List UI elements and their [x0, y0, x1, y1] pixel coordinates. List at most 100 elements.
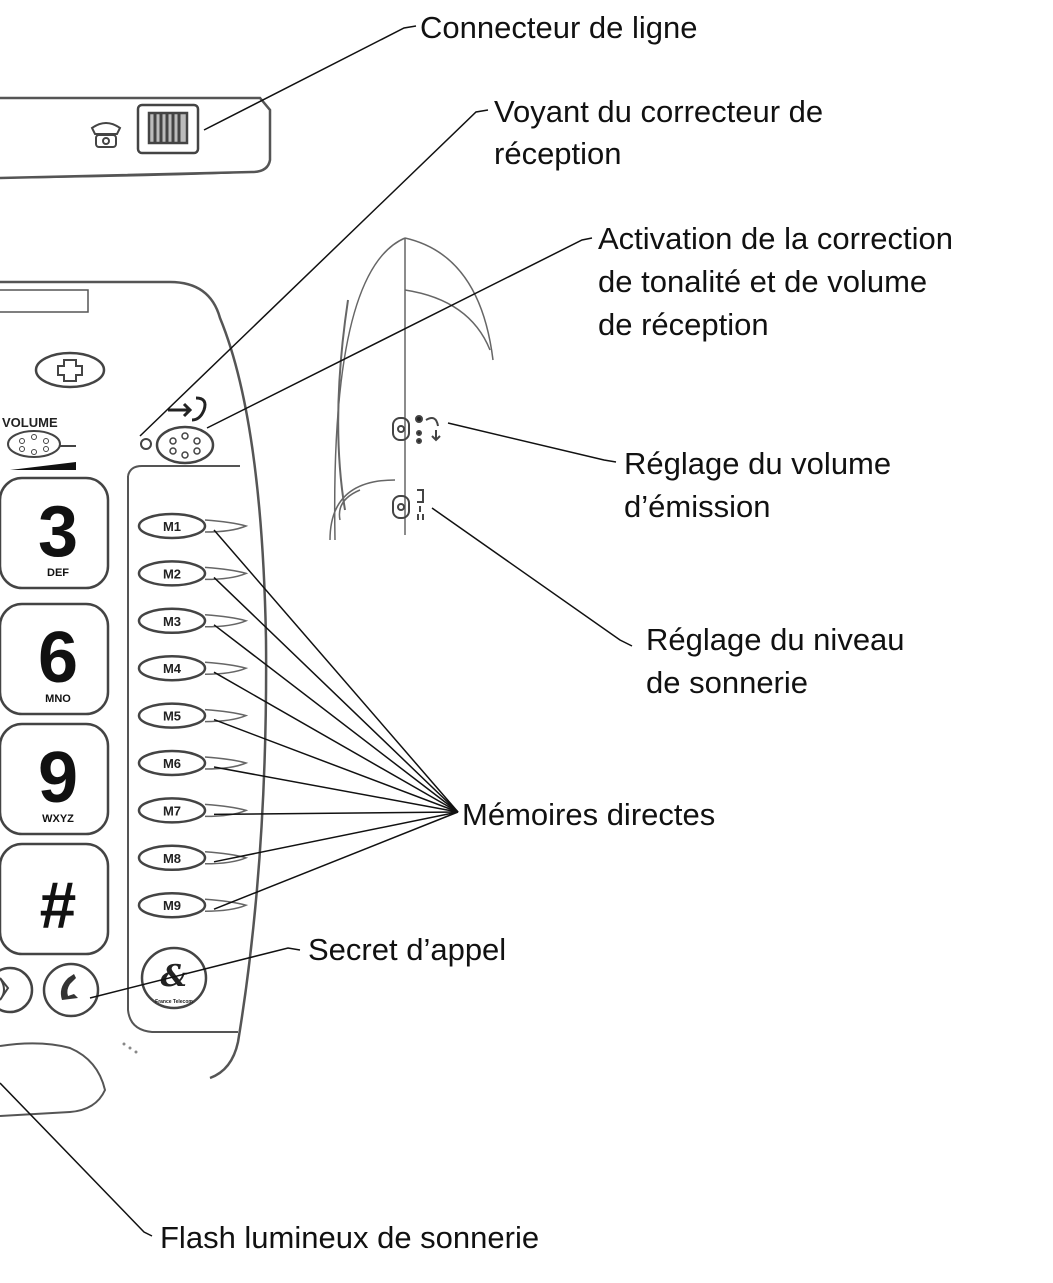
memory-key-m4[interactable]: M4: [137, 654, 249, 682]
dial-key-frame: [0, 842, 110, 956]
dial-key-hash[interactable]: #: [0, 842, 110, 956]
speaker-grille: [122, 1042, 138, 1054]
handset-side-view: [329, 237, 494, 541]
leader-ring-flash: [0, 1082, 153, 1237]
ringer-level-switch[interactable]: [392, 489, 424, 520]
memory-key-tab: [204, 756, 249, 770]
memory-key-label: M8: [163, 851, 181, 866]
dial-key-letters: WXYZ: [42, 813, 74, 825]
leader-activation: [206, 237, 593, 429]
handset-arrow-icon: [168, 396, 207, 422]
leader-memory-m2: [213, 576, 459, 813]
memory-key-m3[interactable]: M3: [137, 607, 249, 635]
mute-button[interactable]: [42, 962, 100, 1018]
reception-correction-button[interactable]: [155, 396, 215, 465]
dial-key-letters: MNO: [45, 693, 71, 705]
label-reception-led-1: Voyant du correcteur de: [494, 94, 824, 129]
label-ringer-level-1: Réglage du niveau: [646, 622, 905, 657]
arrow-button[interactable]: [0, 966, 34, 1014]
label-mute: Secret d’appel: [308, 932, 507, 967]
label-direct-memories: Mémoires directes: [462, 797, 716, 832]
memory-key-frame: [137, 891, 207, 919]
memory-key-label: M7: [163, 803, 181, 818]
leader-line-connector: [203, 25, 417, 131]
memory-key-label: M1: [163, 519, 181, 534]
memory-key-m2[interactable]: M2: [137, 560, 249, 587]
memory-key-frame: [137, 797, 207, 824]
leader-emission-volume: [447, 422, 617, 463]
memory-key-tab: [204, 566, 249, 581]
label-reception-led-2: réception: [494, 136, 622, 171]
memory-key-m9[interactable]: M9: [137, 891, 249, 919]
plus-button[interactable]: [34, 351, 106, 389]
memory-key-m6[interactable]: M6: [137, 749, 249, 777]
memory-key-tab: [204, 803, 249, 818]
memory-key-tab: [204, 708, 249, 723]
label-emission-volume-2: d’émission: [624, 489, 771, 524]
dial-key-frame: [0, 722, 110, 836]
memory-key-tab: [204, 661, 249, 675]
memory-key-label: M9: [163, 898, 181, 913]
memory-key-tab: [204, 614, 249, 628]
leader-voyant: [139, 109, 489, 437]
label-activation-1: Activation de la correction: [598, 221, 953, 256]
leader-memory-m1: [213, 529, 459, 813]
leader-mute: [89, 947, 301, 999]
memory-key-label: M6: [163, 756, 181, 771]
dial-key-frame: [0, 476, 110, 590]
dial-key-letters: DEF: [47, 567, 69, 579]
volume-label: VOLUME: [2, 415, 58, 430]
memory-key-frame: [137, 702, 207, 729]
memory-key-label: M2: [163, 566, 181, 581]
phone-body: [0, 280, 268, 1117]
label-activation-3: de réception: [598, 307, 769, 342]
leader-memory-m4: [213, 671, 459, 813]
memory-key-tab: [204, 898, 249, 912]
leader-memory-m8: [213, 811, 459, 863]
memory-key-tab: [204, 519, 249, 533]
memory-key-label: M5: [163, 709, 181, 724]
memory-key-frame: [137, 607, 207, 635]
dial-key-frame: [0, 602, 110, 716]
volume-control[interactable]: VOLUME: [2, 415, 76, 470]
memory-key-label: M3: [163, 614, 181, 629]
memory-key-frame: [137, 749, 207, 777]
leader-memory-m6: [213, 766, 459, 813]
reception-led: [140, 438, 152, 450]
emission-volume-switch[interactable]: [392, 415, 441, 444]
leader-memory-m5: [213, 718, 459, 813]
brand-button[interactable]: & France Telecom: [140, 946, 208, 1010]
telephone-icon: [90, 122, 122, 148]
memory-key-m8[interactable]: M8: [137, 844, 249, 872]
memory-key-m1[interactable]: M1: [137, 512, 249, 540]
leader-memory-lines: [213, 529, 459, 910]
label-ring-flash: Flash lumineux de sonnerie: [160, 1220, 540, 1255]
brand-text: France Telecom: [155, 999, 193, 1005]
dial-key-digit: #: [40, 868, 77, 942]
handset-icon: [60, 974, 78, 1000]
phone-base-top: [0, 96, 272, 180]
memory-key-m5[interactable]: M5: [137, 702, 249, 729]
label-ringer-level-2: de sonnerie: [646, 665, 809, 700]
memory-key-m7[interactable]: M7: [137, 797, 249, 824]
leader-memory-m3: [213, 624, 459, 813]
memory-key-frame: [137, 560, 207, 587]
memory-key-frame: [137, 654, 207, 682]
memory-key-label: M4: [163, 661, 182, 676]
leader-ringer-level: [431, 507, 633, 647]
rj11-jack-icon: [136, 103, 200, 155]
memory-key-frame: [137, 844, 207, 872]
plus-icon: [57, 359, 83, 382]
label-line-connector: Connecteur de ligne: [420, 10, 698, 45]
leader-memory-m7: [213, 811, 459, 816]
dial-key-digit: 9: [38, 738, 78, 818]
memory-key-frame: [137, 512, 207, 540]
leader-memory-m9: [213, 811, 459, 910]
dial-key-digit: 6: [38, 618, 78, 698]
